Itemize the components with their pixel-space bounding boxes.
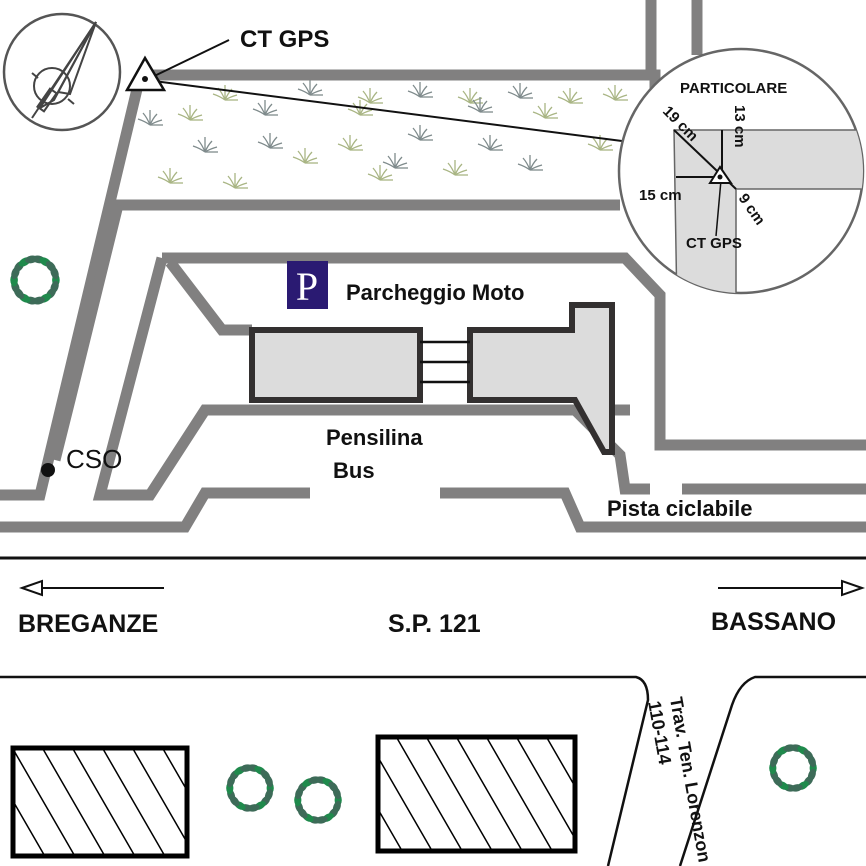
grass-tuft-icon	[517, 155, 543, 171]
building-hatched-center	[375, 734, 578, 854]
grass-tuft-icon	[477, 135, 503, 151]
grass-tuft-icon	[357, 88, 383, 104]
grass-tuft-icon	[467, 97, 493, 113]
kerb-parking-block	[162, 252, 866, 451]
gps-triangle-icon	[124, 55, 167, 92]
road-edge-bottom-left	[0, 675, 650, 866]
arrow-left-icon	[18, 579, 164, 597]
direction-left-label: BREGANZE	[18, 610, 158, 638]
grass-tuft-icon	[367, 165, 393, 181]
grass-tuft-icon	[177, 105, 203, 121]
kerb-lines	[0, 0, 866, 533]
tree-icon	[10, 255, 60, 305]
grass-tuft-icon	[137, 110, 163, 126]
detail-point-label: CT GPS	[686, 235, 742, 252]
grass-tuft-icon	[507, 83, 533, 99]
parking-icon: P	[296, 264, 318, 309]
measure-horizontal: 15 cm	[639, 187, 682, 204]
detail-inset: PARTICOLARE 19 cm 13 cm 15 cm 9 cm CT GP…	[617, 47, 865, 295]
grass-tuft-icon	[602, 85, 628, 101]
grass-tuft-icon	[442, 160, 468, 176]
grass-tuft-icon	[407, 82, 433, 98]
bike-path-label: Pista ciclabile	[607, 496, 753, 521]
kerb-inner-block	[92, 256, 630, 501]
kerb-road-edge-left	[0, 487, 310, 533]
ct-gps-label: CT GPS	[240, 26, 329, 53]
tree-icon	[294, 776, 342, 824]
grass-tuft-icon	[297, 80, 323, 96]
kerb-inner-left-upper	[49, 203, 124, 462]
measure-vertical: 13 cm	[731, 105, 748, 148]
grass-tuft-icon	[407, 125, 433, 141]
road-edge-bottom-right	[678, 675, 866, 866]
kerb-grass-top	[140, 69, 661, 120]
shelter-label-line2: Bus	[333, 458, 375, 483]
shelter-block-right	[467, 302, 615, 455]
grass-tuft-icon	[457, 88, 483, 104]
ct-gps-marker	[124, 39, 623, 142]
grass-tuft-icon	[192, 137, 218, 153]
kerb-outer-left	[0, 83, 144, 501]
grass-tuft-icon	[557, 88, 583, 104]
arrow-right-icon	[718, 579, 866, 597]
grass-tuft-icon	[257, 133, 283, 149]
grass-tuft-icon	[292, 148, 318, 164]
cso-point-icon	[41, 463, 55, 477]
parking-sign-bg	[287, 261, 328, 309]
side-street-label: Trav. Ten. Lorenzon 110-114	[644, 695, 714, 863]
detail-title: PARTICOLARE	[680, 80, 787, 97]
tree-icon	[226, 764, 274, 812]
grass-field	[137, 80, 628, 189]
parking-sign: P	[287, 261, 328, 309]
road-name-label: S.P. 121	[388, 610, 481, 638]
direction-right-label: BASSANO	[711, 608, 836, 636]
tree-icon	[769, 744, 817, 792]
cso-label: CSO	[66, 444, 122, 474]
building-hatched-left	[10, 745, 190, 859]
shelter-block-left	[249, 327, 423, 403]
kerb-road-edge-right	[440, 487, 866, 533]
grass-tuft-icon	[252, 100, 278, 116]
bus-shelter	[249, 302, 615, 455]
grass-tuft-icon	[157, 168, 183, 184]
parking-label: Parcheggio Moto	[346, 280, 524, 305]
grass-tuft-icon	[212, 85, 238, 101]
shelter-label-line1: Pensilina	[326, 425, 423, 450]
grass-tuft-icon	[337, 135, 363, 151]
grass-tuft-icon	[222, 173, 248, 189]
kerb-parking-left-diagonal	[165, 258, 252, 336]
compass-icon	[2, 12, 122, 132]
trees	[10, 255, 817, 824]
grass-tuft-icon	[382, 153, 408, 169]
grass-tuft-icon	[532, 103, 558, 119]
